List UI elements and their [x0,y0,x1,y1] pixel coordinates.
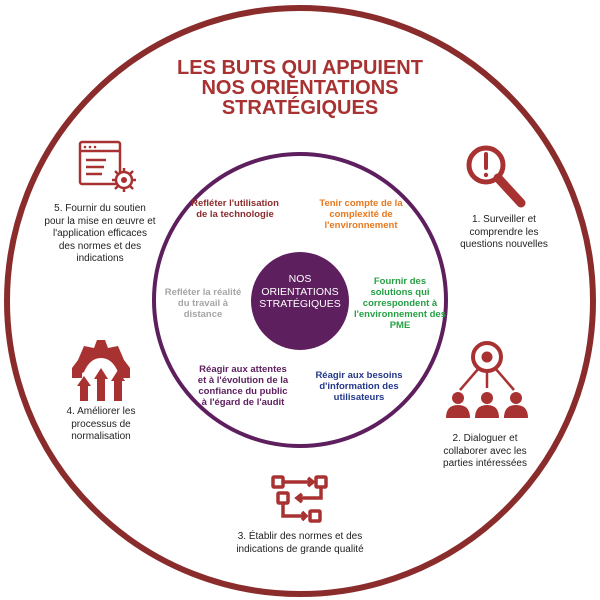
goal-2-label: 2. Dialoguer et collaborer avec les part… [443,433,527,469]
center-circle [251,252,349,350]
orientation-attentes: Réagir aux attentes et à l'évolution de … [197,364,289,408]
title-line-1: LES BUTS QUI APPUIENT [177,57,423,79]
center-line-1: NOS [288,273,312,285]
middle-ring [152,152,448,448]
title-line-3: STRATÉGIQUES [221,97,379,119]
gear-arrows-icon [72,340,130,401]
orientation-besoins: Réagir aux besoins d'information des uti… [315,370,403,403]
goal-4-label: 4. Améliorer les processus de normalisat… [66,406,136,442]
center-line-2: ORIENTATIONS [261,285,339,298]
diagram-title: LES BUTS QUI APPUIENT NOS ORIENTATIONS S… [100,58,500,118]
goal-5-label: 5. Fournir du soutien pour la mise en œu… [44,203,156,264]
orientation-complexite: Tenir compte de la complexité de l'envir… [319,198,403,231]
goal-1-label: 1. Surveiller et comprendre les question… [460,214,548,250]
title-line-2: NOS ORIENTATIONS [201,77,399,99]
center-line-3: STRATÉGIQUES [259,298,341,310]
outer-ring [4,5,596,597]
orientation-pme: Fournir des solutions qui correspondent … [353,276,446,331]
center-label: NOS ORIENTATIONS STRATÉGIQUES [248,273,352,311]
people-network-icon [446,341,528,418]
process-flow-icon [271,475,328,523]
orientation-distance: Refléter la réalité du travail à distanc… [164,287,242,320]
goal-3-label: 3. Établir des normes et des indications… [236,531,364,555]
orientation-technologie: Refléter l'utilisation de la technologie [191,198,279,220]
magnifier-exclamation-icon [466,145,526,208]
document-gear-icon [78,140,136,192]
